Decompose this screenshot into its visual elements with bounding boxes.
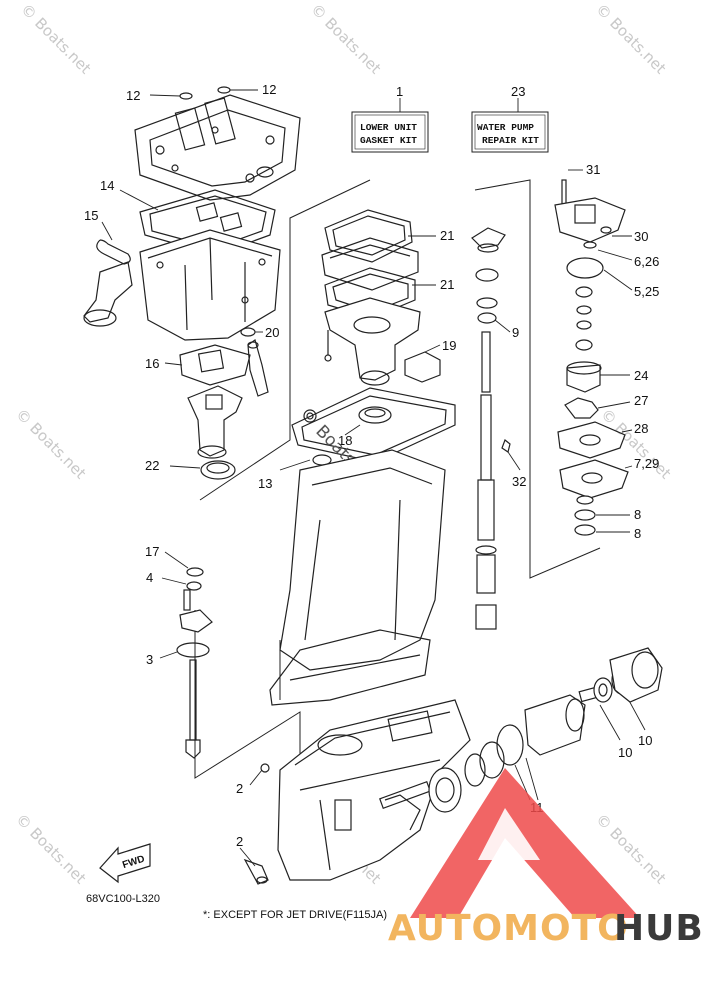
callout-28: 28	[634, 421, 648, 436]
shift-rod-assembly: 17 4 3	[145, 544, 213, 759]
callout-13: 13	[258, 476, 272, 491]
callout-20: 20	[265, 325, 279, 340]
callout-32: 32	[512, 474, 526, 489]
watermark-4: © Boats.net	[12, 405, 90, 483]
upper-casing	[269, 449, 446, 706]
oil-seal-22: 22	[145, 458, 236, 480]
watermark-2: © Boats.net	[307, 0, 385, 78]
callout-21b: 21	[440, 277, 454, 292]
callout-8a: 8	[634, 507, 641, 522]
callout-31: 31	[586, 162, 600, 177]
oil-seal-18: 18	[338, 406, 392, 448]
water-pump-assembly: 31 30 6,26 5,25 24 27 28 7,29 8	[554, 162, 659, 541]
callout-16: 16	[145, 356, 159, 371]
gasket-16: 16	[145, 344, 251, 386]
gasket-21a: 21	[324, 209, 454, 263]
callout-9: 9	[512, 325, 519, 340]
callout-729: 7,29	[634, 456, 659, 471]
callout-24: 24	[634, 368, 648, 383]
callout-27: 27	[634, 393, 648, 408]
lower-unit-gasket-kit: 1 LOWER UNIT GASKET KIT	[351, 84, 429, 153]
lower-unit-line2: GASKET KIT	[360, 135, 417, 146]
lower-case: 2 2	[236, 699, 471, 885]
callout-8b: 8	[634, 526, 641, 541]
fwd-arrow-icon: FWD	[99, 843, 151, 884]
water-pump-repair-kit: 23 WATER PUMP REPAIR KIT	[471, 84, 549, 153]
callout-21a: 21	[440, 228, 454, 243]
watermark-8: © Boats.net	[592, 810, 670, 888]
brand-part2: HUB	[614, 908, 704, 949]
callout-15: 15	[84, 208, 98, 223]
callout-1: 1	[396, 84, 403, 99]
upper-case-housing	[324, 297, 421, 386]
callout-17: 17	[145, 544, 159, 559]
driveshaft-assembly: 9 32	[471, 227, 526, 630]
gasket-21b: 21	[324, 267, 454, 319]
grouping-frames	[194, 179, 601, 779]
callout-14: 14	[100, 178, 114, 193]
callout-626: 6,26	[634, 254, 659, 269]
callout-19: 19	[442, 338, 456, 353]
watermark-1: © Boats.net	[17, 0, 95, 78]
callout-10b: 10	[638, 733, 652, 748]
gasket-14: 14	[100, 178, 276, 256]
footnote: *: EXCEPT FOR JET DRIVE(F115JA)	[203, 909, 387, 921]
strainer-15: 15	[83, 208, 133, 327]
plug-20: 20	[240, 325, 279, 340]
exhaust-guide-lower	[187, 385, 243, 459]
callout-10a: 10	[618, 745, 632, 760]
water-pump-line1: WATER PUMP	[477, 122, 534, 133]
exhaust-guide-adapter	[134, 94, 301, 201]
spacer-plate	[321, 237, 419, 291]
o-ring-12b: 12	[217, 82, 276, 97]
cover-19: 19	[404, 338, 456, 383]
callout-2b: 2	[236, 834, 243, 849]
watermark-3: © Boats.net	[592, 0, 670, 78]
callout-12b: 12	[262, 82, 276, 97]
propeller-shaft-group: 11 10 10	[379, 647, 663, 815]
watermark-6: © Boats.net	[12, 810, 90, 888]
lower-unit-line1: LOWER UNIT	[360, 122, 417, 133]
oil-pan	[139, 229, 281, 341]
callout-18: 18	[338, 433, 352, 448]
water-tube	[247, 339, 269, 397]
brand-part1: AUTOMOTO	[388, 908, 629, 949]
callout-525: 5,25	[634, 284, 659, 299]
o-ring-12a: 12	[126, 88, 193, 103]
callout-3: 3	[146, 652, 153, 667]
gasket-13: 13	[258, 387, 456, 491]
callout-2a: 2	[236, 781, 243, 796]
callout-22: 22	[145, 458, 159, 473]
callout-23: 23	[511, 84, 525, 99]
automotohub-logo: AUTOMOTO HUB	[388, 768, 704, 949]
diagram-ref-code: 68VC100-L320	[86, 893, 160, 905]
water-pump-line2: REPAIR KIT	[482, 135, 539, 146]
callout-4: 4	[146, 570, 153, 585]
callout-30: 30	[634, 229, 648, 244]
callout-12a: 12	[126, 88, 140, 103]
